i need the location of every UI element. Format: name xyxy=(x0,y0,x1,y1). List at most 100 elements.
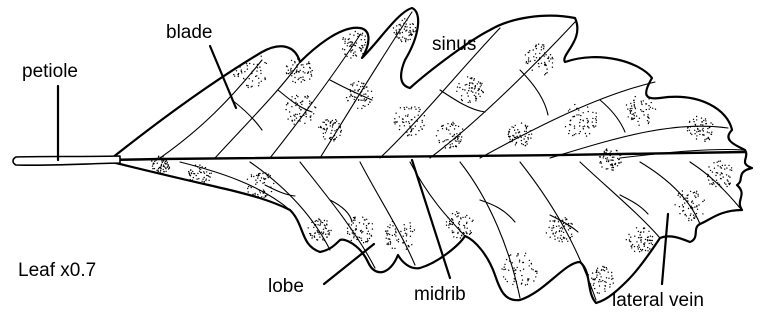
stipple-dot xyxy=(260,70,261,71)
stipple-dot xyxy=(544,74,545,75)
stipple-dot xyxy=(302,76,303,77)
stipple-dot xyxy=(160,172,161,173)
stipple-dot xyxy=(531,133,532,134)
stipple-dot xyxy=(402,36,403,37)
stipple-dot xyxy=(702,134,703,135)
stipple-dot xyxy=(162,173,163,174)
stipple-dot xyxy=(347,45,348,46)
stipple-dot xyxy=(612,165,613,166)
stipple-dot xyxy=(465,84,466,85)
stipple-dot xyxy=(536,273,537,274)
stipple-dot xyxy=(353,222,354,223)
stipple-dot xyxy=(444,140,445,141)
stipple-dot xyxy=(263,178,264,179)
stipple-dot xyxy=(262,173,263,174)
stipple-dot xyxy=(513,127,514,128)
stipple-dot xyxy=(618,162,619,163)
stipple-dot xyxy=(461,99,462,100)
stipple-dot xyxy=(406,107,407,108)
stipple-dot xyxy=(372,228,373,229)
stipple-dot xyxy=(611,275,612,276)
stipple-dot xyxy=(644,244,645,245)
stipple-dot xyxy=(633,100,634,101)
stipple-dot xyxy=(696,135,697,136)
stipple-dot xyxy=(588,127,589,128)
petiole-stalk xyxy=(13,156,120,165)
stipple-dot xyxy=(264,62,265,63)
stipple-dot xyxy=(263,197,264,198)
stipple-dot xyxy=(259,173,260,174)
stipple-dot xyxy=(369,102,370,103)
stipple-dot xyxy=(327,119,328,120)
stipple-dot xyxy=(592,279,593,280)
stipple-dot xyxy=(520,270,521,271)
stipple-dot xyxy=(257,194,258,195)
stipple-dot xyxy=(626,104,627,105)
stipple-dot xyxy=(453,135,454,136)
stipple-dot xyxy=(696,138,697,139)
stipple-dot xyxy=(412,128,413,129)
stipple-dot xyxy=(299,113,300,114)
stipple-dot xyxy=(527,284,528,285)
stipple-dot xyxy=(323,232,324,233)
stipple-dot xyxy=(390,242,391,243)
stipple-dot xyxy=(525,125,526,126)
stipple-dot xyxy=(643,231,644,232)
stipple-dot xyxy=(713,182,714,183)
stipple-dot xyxy=(511,126,512,127)
stipple-dot xyxy=(717,165,718,166)
stipple-dot xyxy=(688,218,689,219)
stipple-dot xyxy=(266,63,267,64)
stipple-dot xyxy=(160,168,161,169)
stipple-dot xyxy=(329,138,330,139)
stipple-dot xyxy=(406,240,407,241)
stipple-dot xyxy=(158,171,159,172)
stipple-dot xyxy=(465,231,466,232)
stipple-dot xyxy=(414,117,415,118)
stipple-dot xyxy=(448,129,449,130)
stipple-dot xyxy=(389,227,390,228)
stipple-dot xyxy=(461,235,462,236)
stipple-dot xyxy=(523,269,524,270)
stipple-dot xyxy=(682,190,683,191)
stipple-dot xyxy=(362,100,363,101)
label-blade: blade xyxy=(166,22,213,43)
stipple-dot xyxy=(404,107,405,108)
stipple-dot xyxy=(600,276,601,277)
stipple-dot xyxy=(452,213,453,214)
stipple-dot xyxy=(521,140,522,141)
stipple-dot xyxy=(651,102,652,103)
stipple-dot xyxy=(478,81,479,82)
stipple-dot xyxy=(525,145,526,146)
stipple-dot xyxy=(411,108,412,109)
stipple-dot xyxy=(333,140,334,141)
stipple-dot xyxy=(557,237,558,238)
stipple-dot xyxy=(350,41,351,42)
stipple-dot xyxy=(677,195,678,196)
stipple-dot xyxy=(268,177,269,178)
stipple-dot xyxy=(631,110,632,111)
stipple-dot xyxy=(260,192,261,193)
stipple-dot xyxy=(301,64,302,65)
stipple-dot xyxy=(548,56,549,57)
stipple-dot xyxy=(458,142,459,143)
stipple-dot xyxy=(365,35,366,36)
stipple-dot xyxy=(549,60,550,61)
stipple-dot xyxy=(506,259,507,260)
stipple-dot xyxy=(606,277,607,278)
stipple-dot xyxy=(410,24,411,25)
stipple-dot xyxy=(526,61,527,62)
stipple-dot xyxy=(406,26,407,27)
stipple-dot xyxy=(350,84,351,85)
stipple-dot xyxy=(580,131,581,132)
stipple-dot xyxy=(588,121,589,122)
stipple-dot xyxy=(643,111,644,112)
stipple-dot xyxy=(361,48,362,49)
stipple-dot xyxy=(556,226,557,227)
stipple-dot xyxy=(517,129,518,130)
stipple-dot xyxy=(508,270,509,271)
stipple-dot xyxy=(523,144,524,145)
stipple-dot xyxy=(634,105,635,106)
stipple-dot xyxy=(361,82,362,83)
stipple-dot xyxy=(576,114,577,115)
